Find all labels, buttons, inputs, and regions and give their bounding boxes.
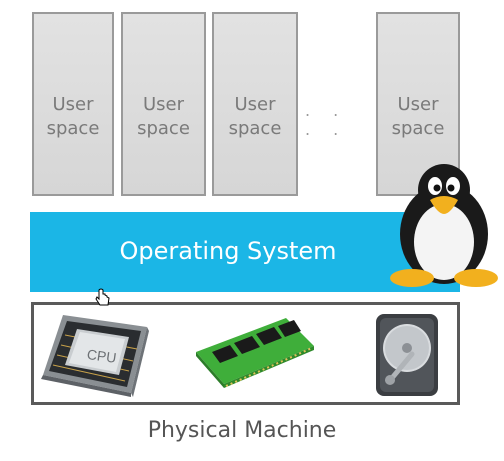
user-space-box: User space bbox=[32, 12, 114, 196]
operating-system-label: Operating System bbox=[119, 237, 337, 265]
user-space-box: User space bbox=[121, 12, 206, 196]
user-space-label: User space bbox=[391, 94, 445, 139]
user-space-label: User space bbox=[228, 94, 282, 139]
hand-cursor-icon bbox=[95, 288, 110, 306]
cpu-icon: CPU bbox=[41, 315, 149, 397]
ram-icon bbox=[196, 318, 314, 388]
physical-machine-label: Physical Machine bbox=[147, 418, 337, 443]
user-space-label: User space bbox=[46, 94, 100, 139]
user-space-box: User space bbox=[212, 12, 298, 196]
hard-disk-icon bbox=[376, 314, 438, 396]
cpu-chip-text: CPU bbox=[86, 346, 118, 366]
operating-system-layer: Operating System bbox=[30, 212, 460, 292]
user-space-box: User space bbox=[376, 12, 460, 196]
ellipsis: . . . . bbox=[305, 101, 348, 139]
tux-penguin-icon bbox=[390, 164, 498, 287]
user-space-label: User space bbox=[137, 94, 190, 139]
